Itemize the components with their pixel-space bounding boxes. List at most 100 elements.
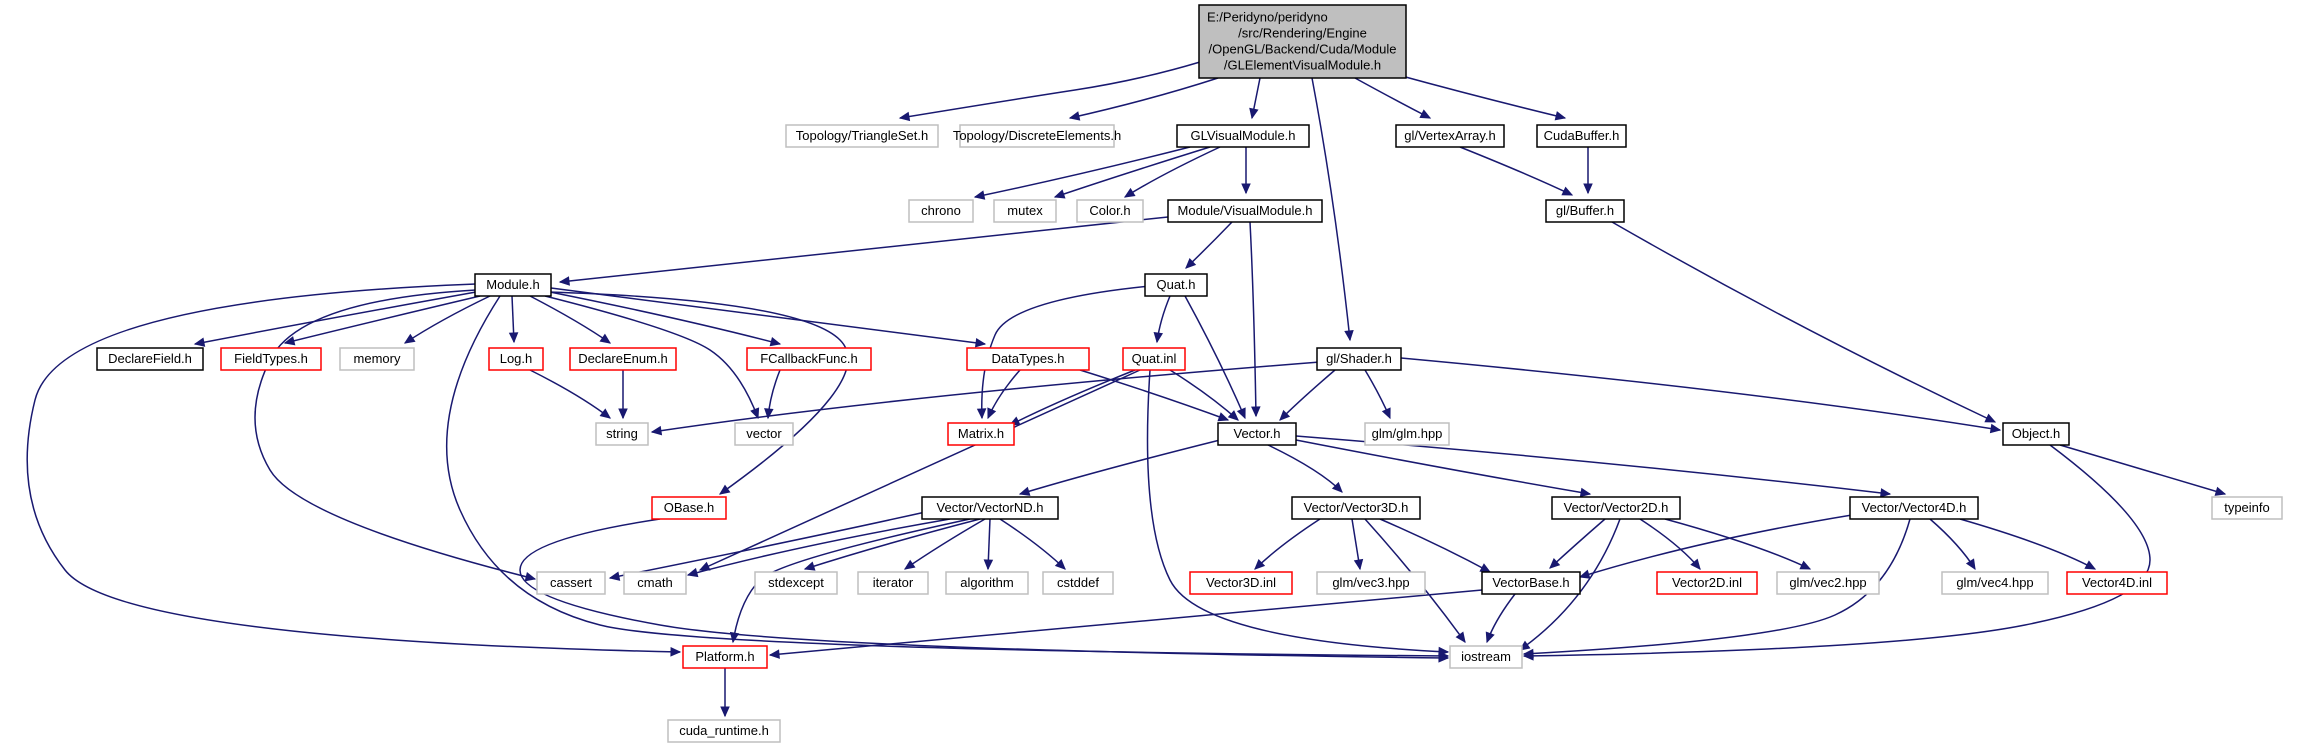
node-label: Vector3D.inl	[1206, 575, 1276, 590]
node-label: cstddef	[1057, 575, 1099, 590]
edge-module-to-memory	[403, 295, 491, 344]
node-quatinl[interactable]: Quat.inl	[1122, 347, 1186, 371]
node-vector2d[interactable]: Vector/Vector2D.h	[1551, 496, 1681, 520]
edge-vector2d-to-vector2dinl	[1639, 518, 1701, 570]
edge-shader-to-glm	[1364, 369, 1391, 420]
edge-vector4d-to-vec4	[1929, 518, 1976, 571]
node-label: Module.h	[486, 277, 539, 292]
node-vertexarray[interactable]: gl/VertexArray.h	[1395, 124, 1505, 148]
node-datatypes[interactable]: DataTypes.h	[966, 347, 1090, 371]
node-label: OBase.h	[664, 500, 715, 515]
node-vector2dinl[interactable]: Vector2D.inl	[1656, 571, 1758, 595]
node-label: /OpenGL/Backend/Cuda/Module	[1209, 42, 1397, 57]
node-label: Quat.h	[1156, 277, 1195, 292]
edge-module-to-platform	[26, 283, 682, 657]
node-vector: vector	[734, 422, 794, 446]
edge-vector2d-to-vectorbase	[1549, 518, 1606, 569]
edge-vector4d-to-vector4dinl	[1959, 518, 2097, 570]
node-algorithm: algorithm	[945, 571, 1029, 595]
node-fcallback[interactable]: FCallbackFunc.h	[746, 347, 872, 371]
edge-module-to-fcallback	[549, 291, 782, 347]
node-box	[536, 571, 606, 595]
node-box	[1481, 571, 1581, 595]
node-label: Log.h	[500, 351, 533, 366]
node-vec4: glm/vec4.hpp	[1941, 571, 2049, 595]
edge-datatypes-to-vectorh	[1079, 369, 1230, 422]
edge-platform-to-cudaruntime	[720, 668, 730, 718]
edge-glvisual-to-color	[1123, 146, 1221, 198]
node-box	[1076, 199, 1144, 223]
node-box	[1941, 571, 2049, 595]
edge-vertexarray-to-glbuffer	[1459, 146, 1574, 196]
node-declarefield[interactable]: DeclareField.h	[96, 347, 204, 371]
node-box	[1316, 347, 1402, 371]
node-platform[interactable]: Platform.h	[682, 645, 768, 669]
node-obase[interactable]: OBase.h	[651, 496, 727, 520]
node-cstddef: cstddef	[1042, 571, 1114, 595]
node-vectorh[interactable]: Vector.h	[1217, 422, 1297, 446]
node-box	[595, 422, 649, 446]
edge-modvisual-to-vectorh	[1249, 221, 1261, 418]
node-label: /GLElementVisualModule.h	[1224, 58, 1381, 73]
edge-vectornd-to-cmath	[686, 518, 951, 578]
node-cudabuffer[interactable]: CudaBuffer.h	[1536, 124, 1627, 148]
edge-log-to-string	[529, 369, 611, 419]
node-vector3d[interactable]: Vector/Vector3D.h	[1291, 496, 1421, 520]
node-box	[959, 124, 1115, 148]
node-box	[746, 347, 872, 371]
node-label: gl/VertexArray.h	[1404, 128, 1496, 143]
node-label: glm/vec4.hpp	[1956, 575, 2033, 590]
node-box	[966, 347, 1090, 371]
node-cudaruntime: cuda_runtime.h	[667, 719, 781, 743]
edge-vectornd-to-stdexcept	[803, 518, 981, 571]
node-label: /src/Rendering/Engine	[1238, 26, 1367, 41]
node-shader[interactable]: gl/Shader.h	[1316, 347, 1402, 371]
node-iterator: iterator	[857, 571, 929, 595]
edge-module-to-vector	[544, 295, 760, 420]
node-label: DeclareEnum.h	[578, 351, 668, 366]
edge-quat-to-quatinl	[1153, 295, 1171, 344]
node-label: algorithm	[960, 575, 1013, 590]
node-box	[667, 719, 781, 743]
node-box	[945, 571, 1029, 595]
node-module[interactable]: Module.h	[474, 273, 552, 297]
node-fieldtypes[interactable]: FieldTypes.h	[220, 347, 322, 371]
node-label: typeinfo	[2224, 500, 2270, 515]
node-root[interactable]: E:/Peridyno/peridyno/src/Rendering/Engin…	[1198, 4, 1407, 79]
edge-vectornd-to-iterator	[903, 518, 986, 570]
edge-root-to-shader	[1311, 77, 1354, 342]
edge-object-to-typeinfo	[2059, 444, 2227, 496]
node-label: DataTypes.h	[992, 351, 1065, 366]
node-label: Object.h	[2012, 426, 2060, 441]
node-box	[96, 347, 204, 371]
edge-shader-to-string	[650, 361, 1321, 436]
node-vector4d[interactable]: Vector/Vector4D.h	[1849, 496, 1979, 520]
node-vectornd[interactable]: Vector/VectorND.h	[921, 496, 1059, 520]
node-glvisual[interactable]: GLVisualModule.h	[1176, 124, 1310, 148]
edge-vector3d-to-vector3dinl	[1254, 518, 1321, 570]
edge-vector3d-to-vec3	[1351, 518, 1364, 571]
node-vectorbase[interactable]: VectorBase.h	[1481, 571, 1581, 595]
edge-shader-to-object	[1400, 357, 2002, 434]
edge-glbuffer-to-object	[1611, 221, 1997, 423]
node-cmath: cmath	[623, 571, 687, 595]
edge-module-to-declarefield	[193, 291, 477, 347]
node-modvisual[interactable]: Module/VisualModule.h	[1167, 199, 1323, 223]
node-box	[1217, 422, 1297, 446]
node-quat[interactable]: Quat.h	[1144, 273, 1208, 297]
edge-quat-to-matrix	[976, 285, 1151, 420]
node-box	[734, 422, 794, 446]
node-box	[1364, 422, 1450, 446]
node-vector3dinl[interactable]: Vector3D.inl	[1189, 571, 1293, 595]
node-log[interactable]: Log.h	[488, 347, 544, 371]
node-object[interactable]: Object.h	[2002, 422, 2070, 446]
edge-declareenum-to-string	[618, 370, 628, 420]
node-box	[2002, 422, 2070, 446]
node-declareenum[interactable]: DeclareEnum.h	[569, 347, 677, 371]
node-matrix[interactable]: Matrix.h	[947, 422, 1015, 446]
node-vector4dinl[interactable]: Vector4D.inl	[2066, 571, 2168, 595]
node-box	[1291, 496, 1421, 520]
node-glbuffer[interactable]: gl/Buffer.h	[1545, 199, 1625, 223]
edge-module-to-cassert	[254, 289, 537, 582]
edge-vector3d-to-vectorbase	[1379, 518, 1492, 573]
